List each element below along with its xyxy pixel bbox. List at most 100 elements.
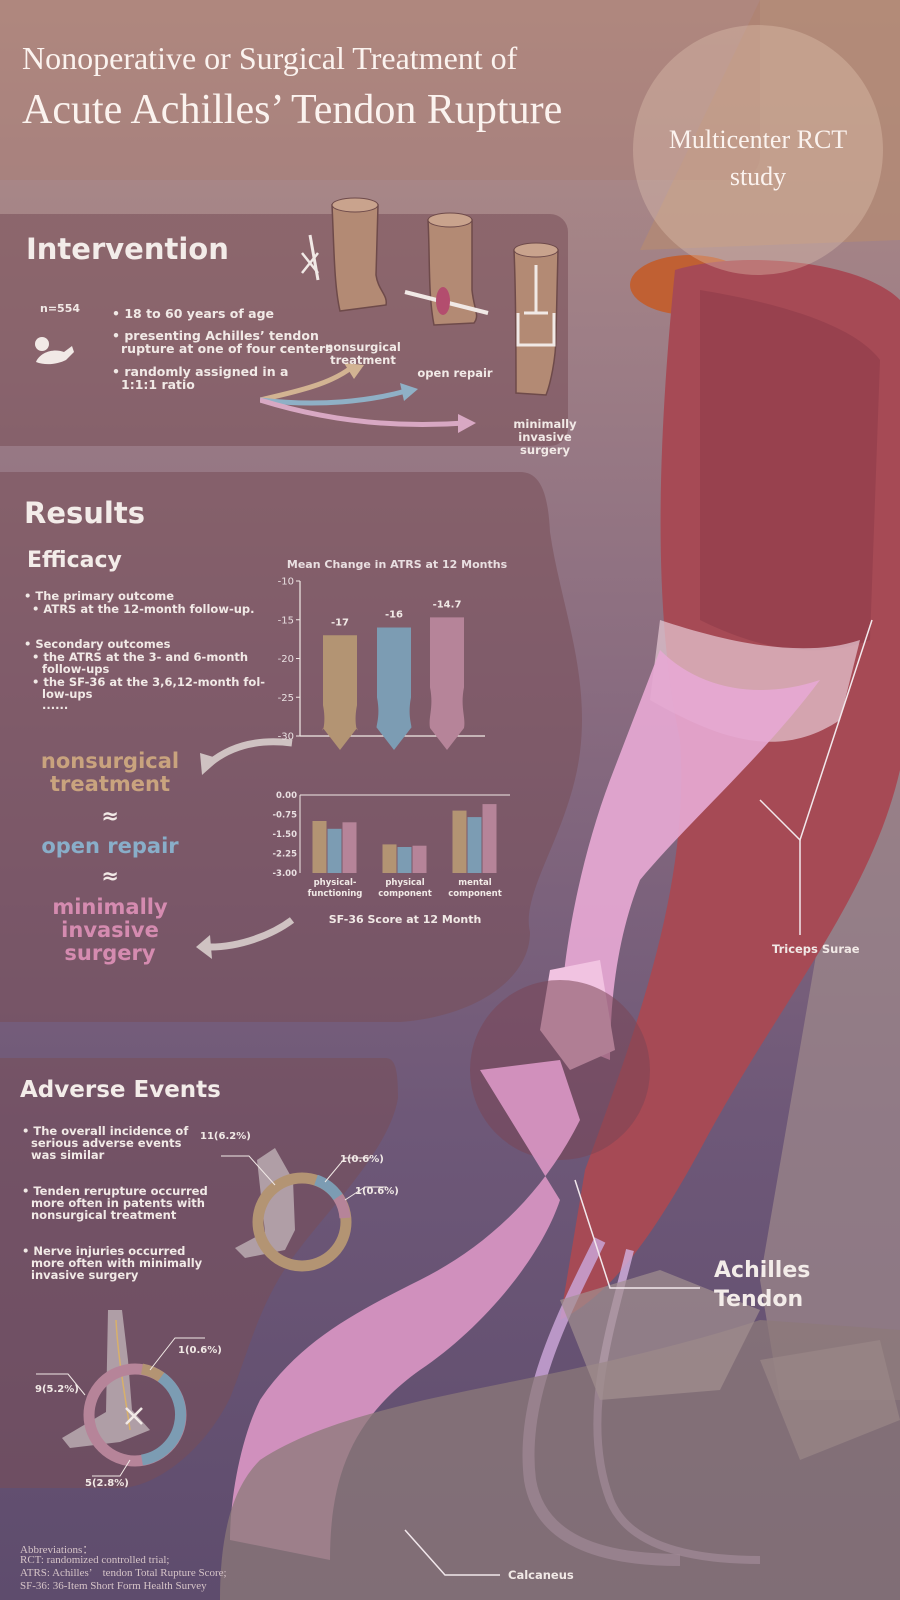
adverse-line-3: was similar [31, 1148, 105, 1162]
atrs-bar [322, 635, 358, 750]
efficacy-line-3: • Secondary outcomes [24, 637, 171, 651]
cmp-nonsurgical-2: treatment [50, 772, 170, 796]
sf36-bar [327, 828, 342, 873]
leg-minimally-invasive [513, 249, 559, 396]
atrs-value-label: -17 [331, 617, 349, 628]
arm-min-label-1: minimally [513, 417, 577, 431]
intervention-illustration [260, 197, 559, 433]
efficacy-line-6: • the SF-36 at the 3,6,12-month fol- [32, 675, 266, 689]
intervention-bullet-3: • randomly assigned in a [112, 364, 289, 379]
sf36-category-label: physical [385, 878, 424, 888]
rerupture-ring-base [252, 1172, 352, 1272]
achilles-label-2: Tendon [714, 1287, 804, 1312]
nerve-segment-nonsurgical [140, 1363, 165, 1382]
approx-1: ≈ [101, 804, 119, 828]
sf36-category-label: mental [458, 878, 491, 888]
triceps-label: Triceps Surae [772, 942, 860, 956]
rerupture-segment-open [313, 1174, 343, 1201]
sf36-bar [397, 847, 412, 873]
cmp-min-3: surgery [64, 941, 156, 965]
sf36-y-tick-label: -0.75 [273, 811, 298, 821]
calcaneus-label: Calcaneus [508, 1568, 574, 1582]
patient-icon [35, 337, 74, 365]
atrs-y-tick-label: -25 [278, 693, 294, 704]
adverse-line-2: serious adverse events [31, 1136, 182, 1150]
arrow-to-minimally [260, 397, 466, 428]
sf36-y-tick-label: -1.50 [273, 830, 298, 840]
foot-bones [220, 1320, 900, 1600]
arm-min-label-3: surgery [520, 443, 570, 457]
arm-open-label: open repair [417, 366, 493, 380]
arrow-to-nonsurgical [260, 365, 354, 403]
sf36-bar [482, 804, 497, 873]
sf36-bar [452, 810, 467, 873]
page-title-line2: Acute Achilles’ Tendon Rupture [22, 87, 563, 133]
efficacy-line-5: follow-ups [42, 662, 110, 676]
efficacy-line-8: ...... [42, 698, 69, 712]
upper-tendon [560, 650, 820, 1060]
leg-nonsurgical [331, 204, 387, 312]
sf36-chart: 0.00-0.75-1.50-2.25-3.00physical-functio… [273, 791, 510, 926]
abbreviation-atrs: ATRS: Achilles’ tendon Total Rupture Sco… [20, 1567, 227, 1579]
rerupture-label-c: 1(0.6%) [355, 1186, 399, 1197]
nerve-label-b: 9(5.2%) [35, 1384, 79, 1395]
tibia-bone [760, 700, 900, 1400]
sf36-bar [342, 822, 357, 873]
atrs-y-tick-label: -10 [278, 577, 294, 588]
adverse-line-7: • Nerve injuries occurred [22, 1244, 186, 1258]
efficacy-line-4: • the ATRS at the 3- and 6-month [32, 650, 249, 664]
study-badge [633, 25, 883, 275]
sample-size: n=554 [40, 302, 81, 315]
cmp-open: open repair [41, 834, 179, 858]
sf36-category-label: component [448, 889, 502, 899]
nerve-donut [36, 1310, 205, 1477]
rerupture-segment-min [333, 1194, 351, 1219]
results-heading: Results [24, 496, 145, 530]
intervention-bullet-2b: rupture at one of four centers [121, 341, 333, 356]
efficacy-line-1: • The primary outcome [24, 589, 175, 603]
sf36-bar [382, 844, 397, 873]
results-panel [0, 472, 583, 1022]
sf36-bar [412, 845, 427, 873]
arm-nonsurgical-label-2: treatment [330, 353, 396, 367]
intervention-bullet-2: • presenting Achilles’ tendon [112, 328, 319, 343]
nerve-segment-open [140, 1372, 187, 1466]
arm-nonsurgical-label-1: nonsurgical [325, 340, 401, 354]
abbreviation-sf36: SF-36: 36-Item Short Form Health Survey [20, 1580, 207, 1592]
sf36-category-label: physical- [314, 878, 357, 888]
intervention-heading: Intervention [26, 232, 229, 266]
atrs-chart-title: Mean Change in ATRS at 12 Months [287, 558, 508, 571]
page-title-line1: Nonoperative or Surgical Treatment of [22, 40, 518, 76]
muscle-shading [700, 290, 880, 651]
rerupture-label-a: 11(6.2%) [200, 1131, 251, 1142]
adverse-line-9: invasive surgery [31, 1268, 139, 1282]
sf36-bar [467, 817, 482, 873]
atrs-y-tick-label: -30 [278, 732, 294, 743]
rerupture-donut [221, 1148, 387, 1272]
header-panel [0, 0, 760, 180]
flow-arrow-1 [207, 738, 293, 766]
atrs-y-tick-label: -15 [278, 615, 294, 626]
nerve-label-c: 5(2.8%) [85, 1478, 129, 1489]
adverse-heading: Adverse Events [20, 1077, 221, 1103]
sf36-chart-title: SF-36 Score at 12 Month [329, 913, 482, 926]
limb-cut [640, 0, 900, 250]
abbreviation-rct: RCT: randomized controlled trial; [20, 1554, 170, 1566]
adverse-line-8: more often with minimally [31, 1256, 203, 1270]
sf36-category-label: component [378, 889, 432, 899]
adverse-line-4: • Tenden rerupture occurred [22, 1184, 208, 1198]
atrs-bar [429, 617, 465, 750]
cmp-nonsurgical-1: nonsurgical [40, 749, 180, 773]
approx-2: ≈ [101, 864, 119, 888]
rerupture-label-b: 1(0.6%) [340, 1154, 384, 1165]
sf36-y-tick-label: -3.00 [273, 869, 298, 879]
intervention-bullet-1: • 18 to 60 years of age [112, 306, 275, 321]
nerve-label-a: 1(0.6%) [178, 1345, 222, 1356]
atrs-y-tick-label: -20 [278, 654, 294, 665]
flow-arrows [196, 738, 295, 959]
study-badge-line1: Multicenter RCT [668, 125, 848, 154]
study-badge-line2: study [729, 162, 787, 191]
adverse-line-6: nonsurgical treatment [31, 1208, 177, 1222]
efficacy-heading: Efficacy [27, 548, 122, 573]
